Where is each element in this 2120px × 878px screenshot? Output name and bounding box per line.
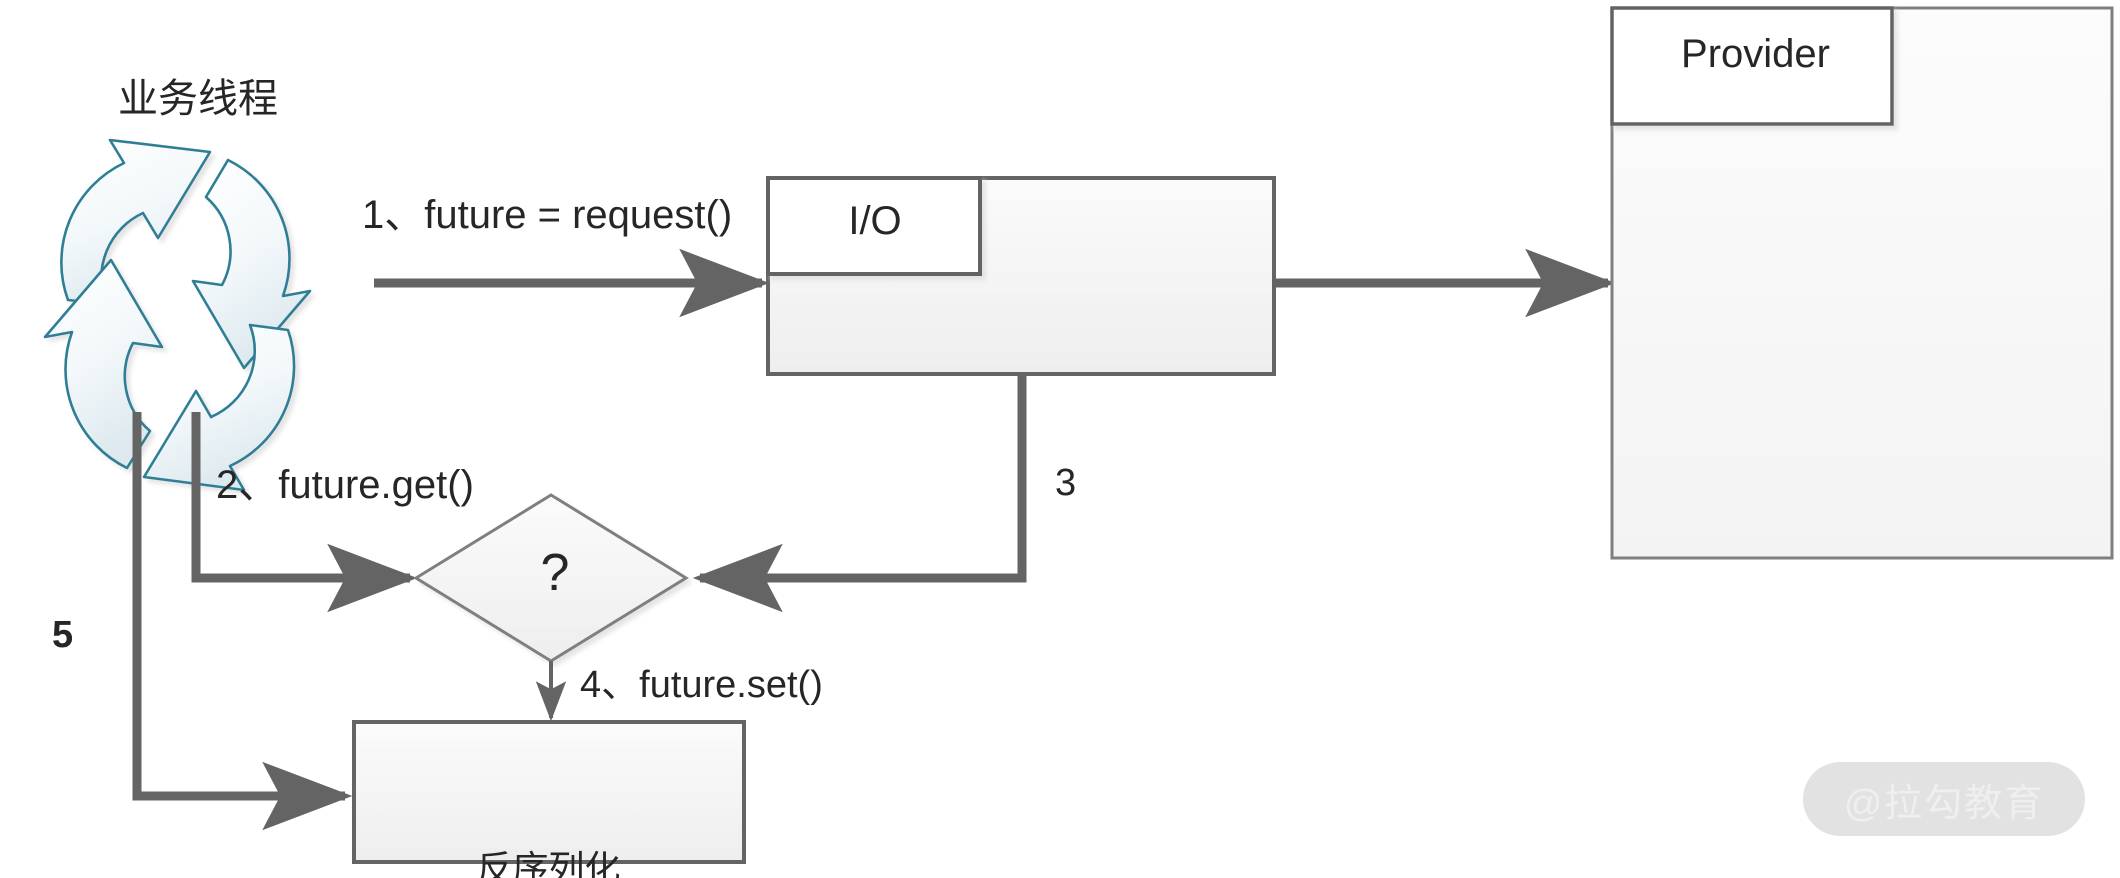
provider-box-label: Provider [1681, 32, 1830, 76]
watermark-badge: @拉勾教育 [1803, 762, 2085, 836]
step-5-label: 5 [52, 614, 74, 656]
circular-arrows-icon [43, 138, 312, 492]
io-box [766, 176, 1276, 376]
step-2-label: 2、future.get() [216, 463, 474, 507]
deserialize-box-label: 反序列化 future.set() [356, 752, 741, 878]
provider-box [1610, 6, 2114, 560]
decision-diamond-label: ? [540, 544, 570, 602]
connector-step3 [692, 374, 1027, 613]
io-box-label: I/O [848, 199, 902, 243]
step-4-label: 4、future.set() [580, 664, 823, 706]
connector-step5 [132, 412, 353, 831]
connector-step2 [191, 412, 418, 613]
step-3-label: 3 [1055, 462, 1077, 504]
deserialize-box [352, 720, 746, 864]
deserialize-box-line-1: 反序列化 [476, 847, 621, 878]
step-1-label: 1、future = request() [362, 193, 733, 237]
thread-cycle-label: 业务线程 [118, 77, 278, 121]
